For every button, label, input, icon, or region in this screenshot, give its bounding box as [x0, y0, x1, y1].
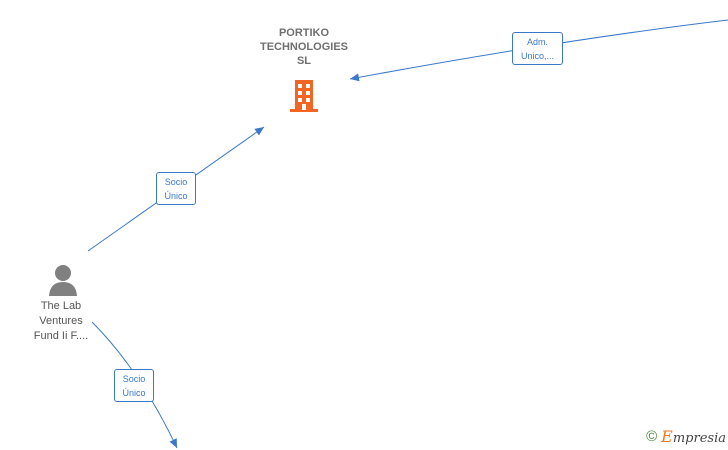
person-icon[interactable]	[48, 264, 78, 296]
footer-brand: © Empresia	[646, 427, 726, 446]
person-name[interactable]: The Lab Ventures Fund Ii F....	[33, 300, 89, 342]
brand-logo[interactable]: Empresia	[661, 427, 726, 446]
relation-label-socio-top[interactable]: Socio Único	[156, 172, 196, 205]
relation-label-adm[interactable]: Adm. Unico,...	[512, 32, 563, 65]
copyright-icon: ©	[646, 428, 658, 445]
relation-label-socio-bottom[interactable]: Socio Único	[114, 369, 154, 402]
building-icon[interactable]	[289, 78, 319, 112]
company-name[interactable]: PORTIKO TECHNOLOGIES SL	[259, 27, 348, 67]
